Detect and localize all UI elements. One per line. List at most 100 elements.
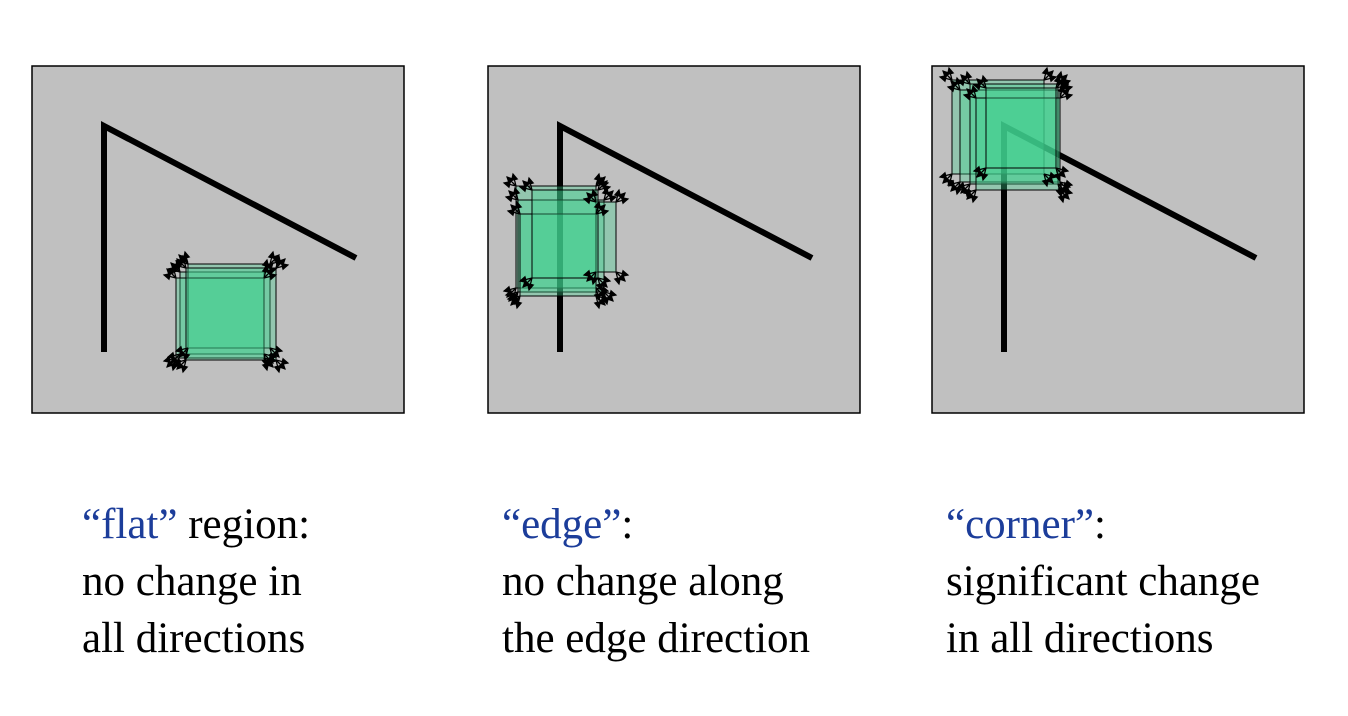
motion-arrow (593, 295, 602, 310)
motion-arrow (603, 194, 618, 203)
caption-edge-line1: no change along (502, 558, 784, 605)
motion-arrow (261, 264, 270, 279)
motion-arrow (506, 176, 517, 187)
motion-arrow (964, 70, 973, 85)
motion-arrow (1055, 165, 1070, 174)
motion-arrow (518, 184, 533, 193)
motion-arrow (1057, 189, 1066, 204)
shape-edge-line (1001, 121, 1258, 352)
motion-arrow (590, 271, 599, 286)
shifted-window (185, 267, 277, 361)
motion-arrow (972, 82, 987, 91)
motion-arrow (615, 269, 630, 278)
panel-edge (487, 65, 861, 414)
shifted-window (179, 271, 265, 355)
window-cluster-edge (502, 172, 630, 310)
motion-arrow (510, 172, 519, 187)
motion-arrow (174, 345, 189, 354)
caption-flat-suffix: region: (177, 501, 311, 548)
motion-arrow (976, 167, 987, 178)
motion-arrow (178, 347, 189, 358)
motion-arrow (518, 275, 533, 284)
motion-arrow (1055, 167, 1066, 178)
motion-arrow (938, 74, 953, 83)
image-frame-corner (931, 65, 1305, 414)
motion-arrow (966, 88, 977, 99)
motion-arrow (526, 176, 535, 191)
caption-corner-suffix: : (1093, 501, 1106, 548)
motion-arrow (506, 293, 521, 302)
motion-arrow (597, 180, 608, 191)
motion-arrow (597, 275, 612, 284)
panel-flat (31, 65, 405, 414)
motion-arrow (267, 250, 276, 265)
motion-arrow (514, 200, 523, 215)
motion-arrow (504, 194, 519, 203)
image-frame-flat (31, 65, 405, 414)
motion-arrow (166, 268, 177, 279)
motion-arrow (950, 80, 961, 91)
motion-arrow (595, 295, 606, 306)
motion-arrow (1043, 70, 1054, 81)
motion-arrow (508, 190, 519, 201)
motion-arrow (514, 295, 523, 310)
motion-arrow (275, 258, 286, 269)
motion-arrow (615, 271, 626, 282)
caption-edge: “edge”: no change along the edge directi… (502, 496, 810, 667)
motion-arrow (263, 272, 278, 281)
caption-corner-line1: significant change (946, 558, 1261, 605)
motion-arrow (595, 293, 610, 302)
shifted-window (175, 277, 265, 359)
motion-arrow (603, 190, 614, 201)
motion-arrow (976, 78, 987, 89)
shifted-window (595, 201, 617, 273)
image-frame-edge (487, 65, 861, 414)
motion-arrow (956, 78, 971, 87)
motion-arrow (1059, 189, 1070, 200)
motion-arrow (510, 204, 521, 215)
shifted-window (515, 185, 597, 289)
motion-arrow (1053, 167, 1062, 182)
shifted-window (531, 189, 599, 279)
motion-arrow (526, 277, 535, 292)
motion-arrow (1053, 74, 1062, 89)
motion-arrow (595, 277, 604, 292)
caption-edge-line2: the edge direction (502, 615, 811, 662)
motion-arrow (172, 357, 187, 366)
motion-arrow (263, 268, 274, 279)
motion-arrow (176, 359, 187, 370)
motion-arrow (946, 84, 961, 93)
motion-arrow (586, 192, 597, 203)
motion-arrow (506, 208, 521, 217)
motion-arrow (180, 359, 189, 374)
motion-arrow (595, 208, 610, 217)
motion-arrow (613, 188, 622, 203)
motion-arrow (586, 271, 597, 282)
caption-flat: “flat” region: no change in all directio… (82, 496, 310, 667)
motion-arrow (263, 355, 278, 364)
motion-arrow (512, 186, 521, 201)
motion-arrow (275, 359, 286, 370)
motion-arrow (956, 181, 971, 190)
motion-arrow (1043, 173, 1054, 184)
caption-flat-term: “flat” (82, 501, 178, 548)
motion-arrow (590, 188, 599, 203)
motion-arrow (522, 180, 533, 191)
shifted-window (985, 87, 1057, 169)
motion-arrow (597, 277, 608, 288)
motion-arrow (603, 289, 618, 298)
motion-arrow (1055, 78, 1066, 89)
motion-arrow (980, 167, 989, 182)
caption-flat-line2: all directions (82, 615, 306, 662)
motion-arrow (597, 184, 612, 193)
motion-arrow (980, 74, 989, 89)
caption-edge-suffix: : (621, 501, 634, 548)
motion-arrow (962, 92, 977, 101)
motion-arrow (510, 295, 521, 306)
shifted-window (519, 213, 597, 297)
window-cluster-corner (938, 66, 1074, 204)
motion-arrow (946, 66, 955, 81)
motion-arrow (269, 347, 280, 358)
motion-arrow (595, 204, 606, 215)
motion-arrow (942, 70, 953, 81)
